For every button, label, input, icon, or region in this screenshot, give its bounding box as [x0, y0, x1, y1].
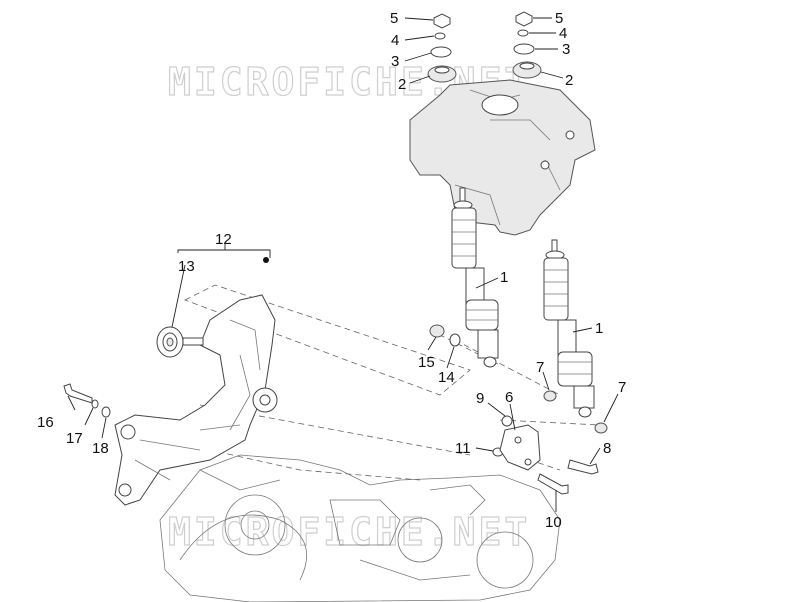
label-1-left: 1: [500, 269, 508, 286]
label-3-right: 3: [562, 41, 570, 58]
leader-lines: [67, 17, 619, 512]
bush-15: [429, 324, 445, 338]
label-14: 14: [438, 369, 455, 386]
watermark-bottom: MICROFICHE.NET: [168, 510, 530, 554]
label-5-right: 5: [555, 10, 563, 27]
label-16: 16: [37, 414, 54, 431]
label-11: 11: [455, 440, 471, 457]
label-2-right: 2: [565, 72, 573, 89]
label-8: 8: [603, 440, 611, 457]
part-labels: 5 4 3 2 5 4 3 2 1 1 12 13 15 14 7 7 9 6 …: [37, 10, 626, 531]
spacer-7a: [543, 390, 557, 402]
label-3-left: 3: [391, 53, 399, 70]
label-2-left: 2: [398, 76, 406, 93]
spacer-7b: [594, 422, 608, 434]
bolt-8: [567, 459, 599, 475]
top-hardware-right: [512, 11, 542, 79]
label-9: 9: [476, 390, 484, 407]
label-10: 10: [545, 514, 562, 531]
shock-absorber-left: [451, 187, 499, 368]
engine-link-arm: [114, 294, 278, 506]
small-hardware: [63, 324, 608, 495]
label-13: 13: [178, 258, 195, 275]
label-1-right: 1: [595, 320, 603, 337]
label-15: 15: [418, 354, 435, 371]
label-6: 6: [505, 389, 513, 406]
nut-18: [101, 406, 111, 418]
label-5-left: 5: [390, 10, 398, 27]
washer-17: [91, 399, 99, 409]
label-17: 17: [66, 430, 83, 447]
label-18: 18: [92, 440, 109, 457]
silent-block-bush: [156, 326, 184, 358]
label-7-left: 7: [536, 359, 544, 376]
label-7-right: 7: [618, 379, 626, 396]
upper-mount-bracket: [409, 79, 596, 236]
bracket-6: [499, 424, 541, 471]
engine-block: [159, 454, 561, 602]
bolt-10: [537, 473, 569, 495]
label-12: 12: [215, 231, 232, 248]
top-hardware-left: [427, 13, 457, 83]
nut-9: [501, 415, 513, 427]
label-4-right: 4: [559, 25, 567, 42]
shock-absorber-right: [543, 239, 595, 418]
washer-14: [449, 333, 461, 347]
bolt-16: [63, 383, 93, 404]
label-4-left: 4: [391, 32, 399, 49]
